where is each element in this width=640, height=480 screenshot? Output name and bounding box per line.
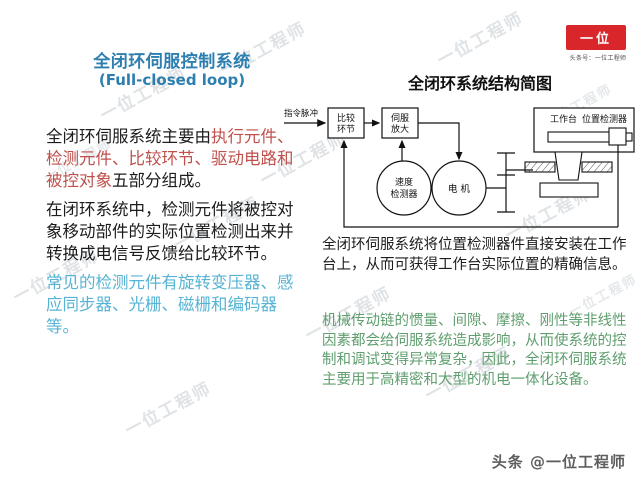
watermark-text: 一位工程师 (122, 378, 216, 441)
diagram-stage-label-2: 位置检测器 (582, 113, 627, 125)
diagram-svg: 指令脉冲 比较 环节 伺服 放大 速度 检测器 电 机 (284, 107, 635, 228)
system-block-diagram: 指令脉冲 比较 环节 伺服 放大 速度 检测器 电 机 (282, 100, 638, 235)
right-body-text: 全闭环伺服系统将位置检测器件直接安装在工作台上，从而可获得工作台实际位置的精确信… (322, 236, 632, 275)
watermark-text: 一位工程师 (434, 8, 528, 71)
left-title-en: (Full-closed loop) (98, 71, 246, 90)
diagram-servo-line2: 放大 (391, 123, 409, 135)
diagram-block-servo-amp (381, 107, 419, 139)
diagram-circle-speed-detector (376, 160, 432, 216)
diagram-comparator-line2: 环节 (337, 124, 355, 135)
diagram-speed-line2: 检测器 (390, 188, 417, 200)
bottom-watermark: 头条 @一位工程师 (491, 453, 626, 471)
diagram-motor-label: 电 机 (448, 183, 471, 195)
diagram-input-label: 指令脉冲 (284, 108, 318, 119)
diagram-speed-line1: 速度 (395, 176, 413, 188)
logo-mark-text: 一位 (579, 32, 612, 47)
diagram-comparator-line1: 比较 (337, 112, 355, 124)
diagram-block-comparator (327, 107, 365, 139)
right-section-title: 全闭环系统结构简图 (407, 74, 552, 93)
left-title-cn: 全闭环伺服控制系统 (93, 52, 251, 72)
left-paragraph-1: 全闭环伺服系统主要由执行元件、检测元件、比较环节、驱动电路和被控对象五部分组成。 (46, 126, 298, 192)
right-green-text: 机械传动链的惯量、间隙、摩擦、刚性等非线性因素都会给伺服系统造成影响，从而使系统… (322, 312, 636, 391)
left-para1-tail: 五部分组成。 (112, 170, 211, 190)
left-paragraph-3: 常见的检测元件有旋转变压器、感应同步器、光栅、磁栅和编码器等。 (46, 272, 294, 336)
left-para1-highlight: 执行元件、检测元件、比较环节、驱动电路和被控对象 (46, 127, 294, 190)
brand-logo: 一位 头条号：一位工程师 (566, 25, 630, 62)
left-body-text: 全闭环伺服系统主要由执行元件、检测元件、比较环节、驱动电路和被控对象五部分组成。… (46, 126, 298, 339)
right-paragraph-2: 机械传动链的惯量、间隙、摩擦、刚性等非线性因素都会给伺服系统造成影响，从而使系统… (322, 313, 627, 389)
left-para1-lead: 全闭环伺服系统主要由 (46, 127, 211, 146)
left-section-title: 全闭环伺服控制系统 (Full-closed loop) (47, 52, 297, 90)
logo-caption: 头条号：一位工程师 (569, 55, 627, 62)
right-paragraph-1: 全闭环伺服系统将位置检测器件直接安装在工作台上，从而可获得工作台实际位置的精确信… (322, 237, 627, 273)
diagram-servo-line1: 伺服 (391, 112, 409, 124)
diagram-stage-label-1: 工作台 (550, 113, 577, 125)
left-paragraph-2: 在闭环系统中，检测元件将被控对象移动部件的实际位置检测出来并转换成电信号反馈给比… (46, 199, 294, 263)
logo-mark: 一位 (566, 25, 626, 50)
